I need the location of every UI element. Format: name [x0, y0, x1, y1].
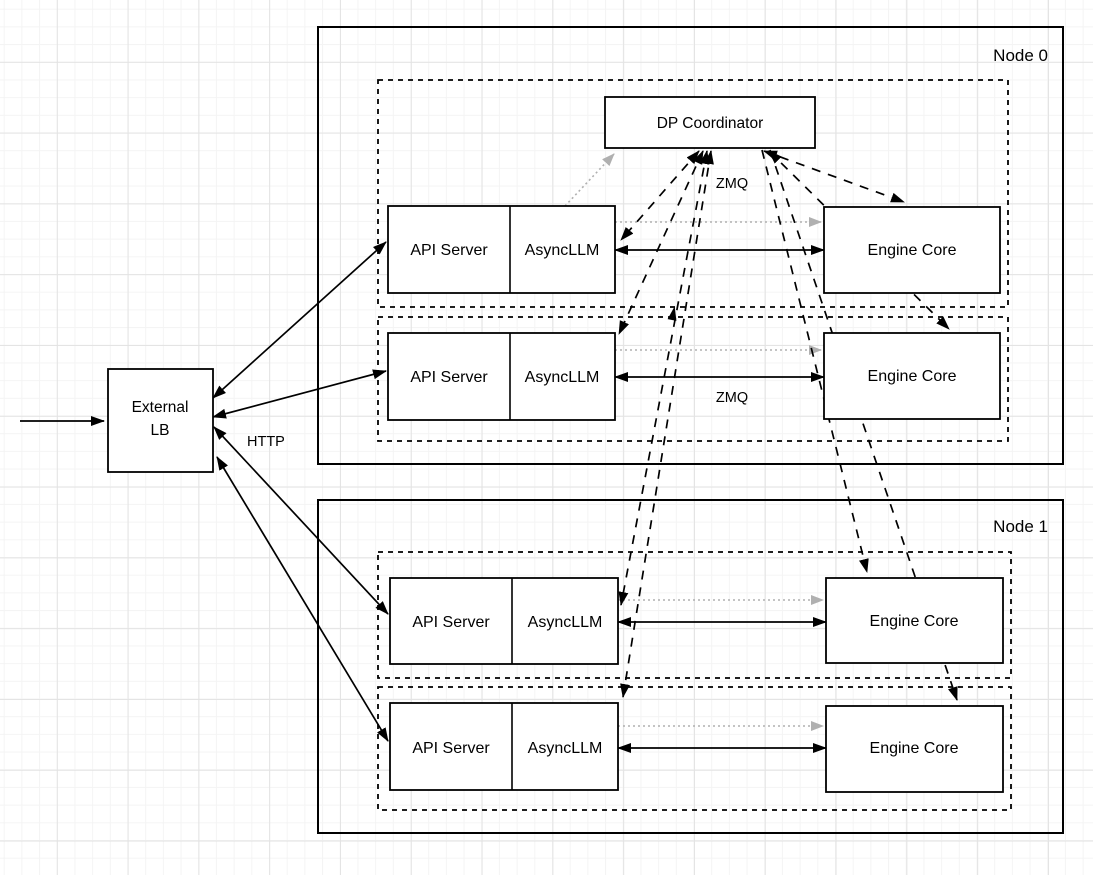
node1-row1-api-async-box	[389, 702, 619, 791]
node1-row0-asyncllm-label: AsyncLLM	[528, 614, 603, 631]
node0-row1-asyncllm-label: AsyncLLM	[525, 369, 600, 386]
node1-row0-engine-core-label: Engine Core	[870, 613, 959, 630]
lb-to-node0-row1-api-arrow	[212, 369, 387, 419]
coordinator-node1-row0-async-dashed	[618, 150, 710, 606]
node0-row1-engine-core-label: Engine Core	[868, 368, 957, 385]
coordinator-link-mid-arrowhead	[667, 306, 677, 321]
node0-row0-asyncllm-label: AsyncLLM	[525, 242, 600, 259]
zmq-coordinator-edge-label: ZMQ	[716, 176, 748, 192]
node0-row1-api-server-label: API Server	[410, 369, 488, 386]
lb-to-node1-row0-api-arrow	[213, 426, 389, 615]
zmq-row-edge-label: ZMQ	[716, 390, 748, 406]
coordinator-node1-row1-async-dashed	[620, 150, 714, 698]
node1-row1-group	[377, 686, 1012, 811]
node1-label: Node 1	[993, 517, 1048, 536]
node0-row1-api-async-box	[387, 332, 616, 421]
node0-row1-engine-box	[823, 332, 1001, 420]
dp-coordinator-box	[604, 96, 816, 149]
lb-to-node0-row0-api-arrow	[212, 241, 387, 399]
node0-row0-engine-box	[823, 206, 1001, 294]
coordinator-node0-row0-engine-dashed	[763, 150, 905, 203]
coordinator-node0-row0-async-dashed	[620, 150, 700, 241]
node0-row0-api-async-box	[387, 205, 616, 294]
coordinator-node1-row0-engine-dashed	[761, 149, 869, 573]
http-edge-label: HTTP	[247, 434, 285, 450]
node1-row1-asyncllm-label: AsyncLLM	[528, 740, 603, 757]
node1-row1-engine-core-label: Engine Core	[870, 740, 959, 757]
node0-label: Node 0	[993, 46, 1048, 65]
node1-row0-api-server-label: API Server	[412, 614, 490, 631]
node1-row0-api-async-box	[389, 577, 619, 665]
node0-row0-api-server-label: API Server	[410, 242, 488, 259]
node1-row0-engine-box	[825, 577, 1004, 664]
external-lb-box	[107, 368, 214, 473]
lb-to-node1-row1-api-arrow	[216, 456, 389, 742]
external-lb-label-line1: External	[132, 399, 189, 416]
external-lb-label-line2: LB	[151, 422, 170, 439]
dp-coordinator-label: DP Coordinator	[657, 115, 764, 132]
node1-row1-engine-box	[825, 705, 1004, 793]
node1-row1-api-server-label: API Server	[412, 740, 490, 757]
node0-row0-engine-core-label: Engine Core	[868, 242, 957, 259]
node0-row0-async-to-coordinator-dotted	[564, 153, 615, 207]
